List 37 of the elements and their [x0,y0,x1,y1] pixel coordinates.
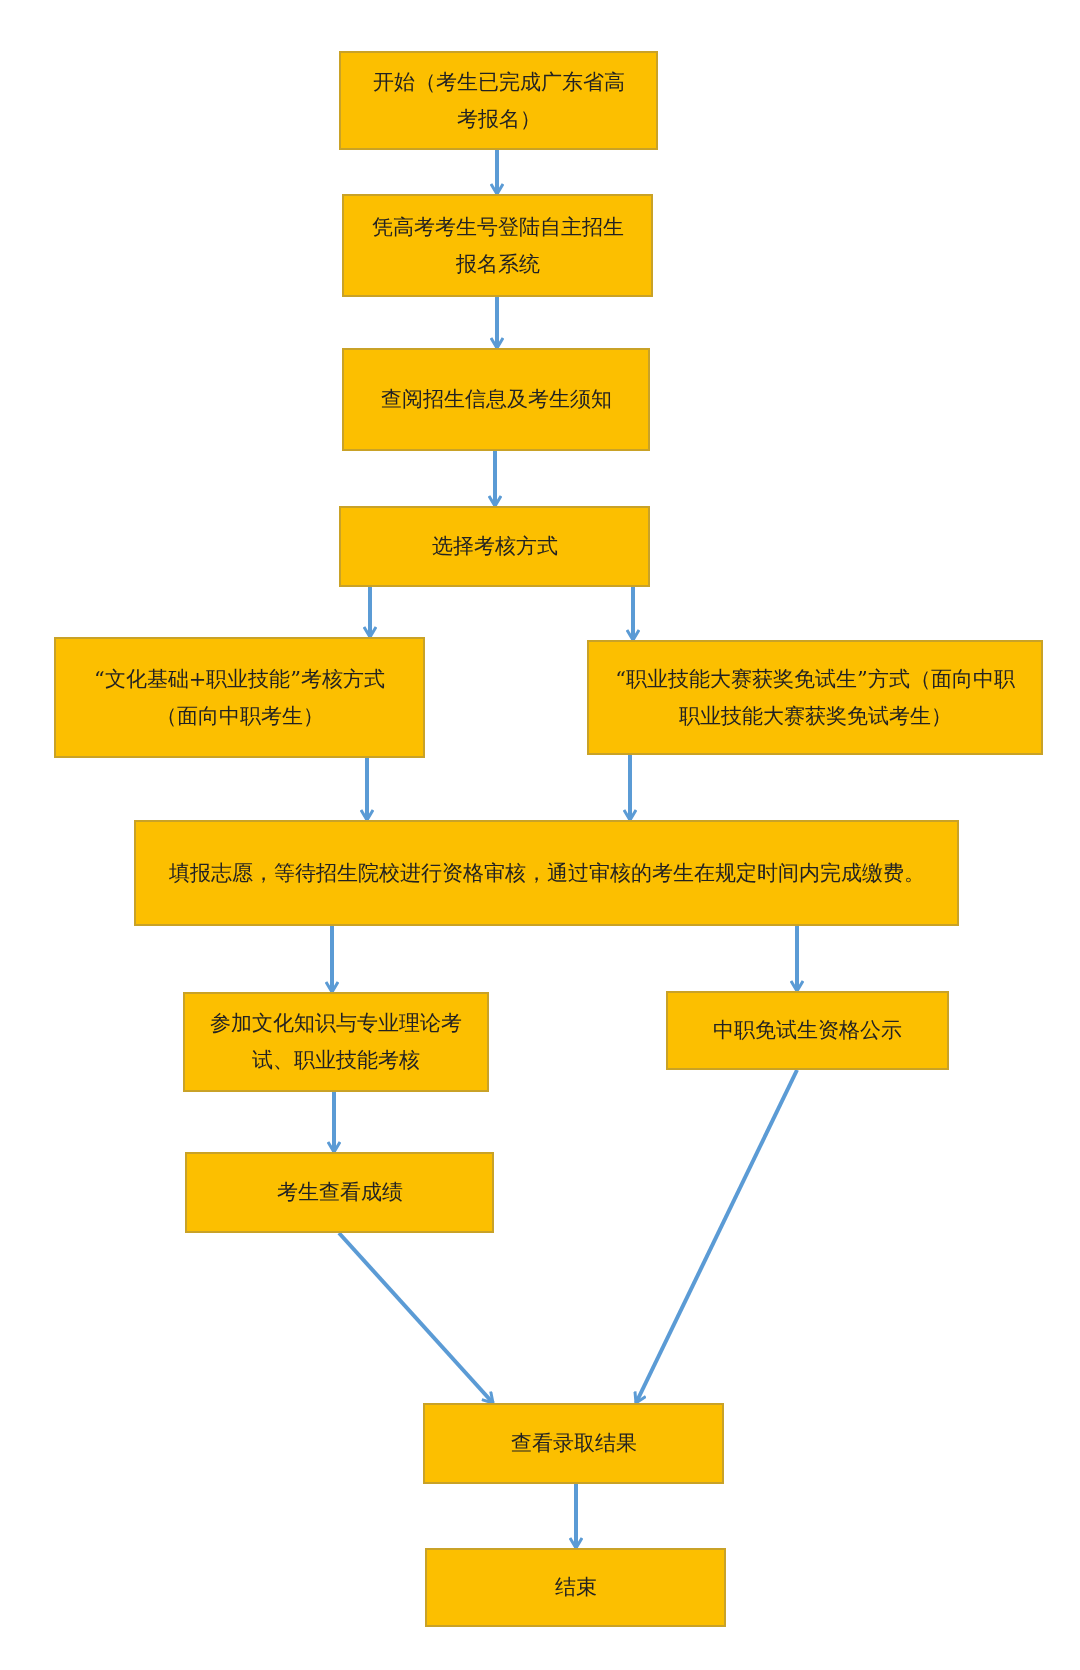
arrow [337,1231,495,1405]
arrow [324,926,340,994]
arrow [633,1069,799,1405]
process-box [587,640,1043,755]
arrow [625,587,641,642]
arrow [568,1484,584,1550]
arrow [622,755,638,822]
process-box [134,820,959,926]
process-box [339,51,658,150]
step-text: 查看录取结果 [510,1430,637,1457]
process-box [339,506,650,587]
process-box [423,1403,724,1484]
step-text: 凭高考考生号登陆自主招生报名系统 [370,213,625,278]
arrow [359,758,375,822]
step-text: 查阅招生信息及考生须知 [380,386,612,413]
step-text: “文化基础+职业技能”考核方式（面向中职考生） [92,665,387,730]
step-text: 填报志愿，等待招生院校进行资格审核，通过审核的考生在规定时间内完成缴费。 [168,859,925,887]
process-box [342,194,653,297]
step-text: 考生查看成绩 [276,1179,403,1206]
process-box [425,1548,726,1627]
arrow [489,150,505,196]
arrow [326,1092,342,1154]
process-box [342,348,650,451]
process-box [54,637,425,758]
step-text: 开始（考生已完成广东省高考报名） [371,68,626,133]
arrow [362,587,378,639]
step-text: “职业技能大赛获奖免试生”方式（面向中职职业技能大赛获奖免试考生） [614,665,1016,730]
process-box [183,992,489,1092]
arrow [789,926,805,993]
step-text: 结束 [554,1574,597,1601]
process-box [666,991,949,1070]
arrow [489,297,505,350]
step-text: 选择考核方式 [431,533,558,560]
arrow [487,451,503,508]
step-text: 参加文化知识与专业理论考试、职业技能考核 [209,1010,463,1074]
process-box [185,1152,494,1233]
step-text: 中职免试生资格公示 [713,1017,902,1044]
